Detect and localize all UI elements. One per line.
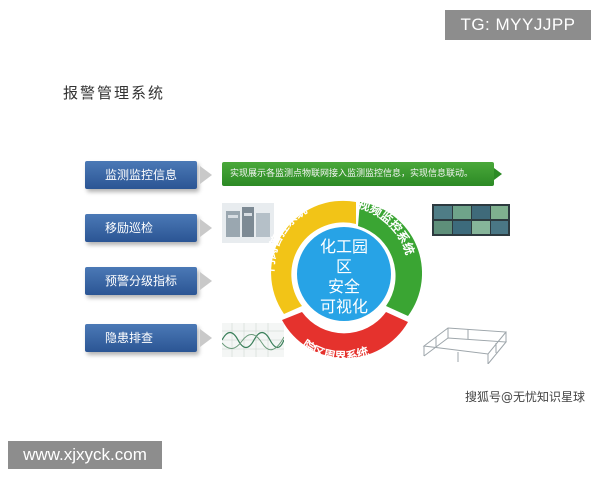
left-item-inspection[interactable]: 移励巡检 xyxy=(85,214,197,242)
left-item-hazard-check[interactable]: 隐患排查 xyxy=(85,324,197,352)
video-wall-photo xyxy=(432,204,510,236)
left-item-monitoring[interactable]: 监测监控信息 xyxy=(85,161,197,189)
arrow-icon xyxy=(200,329,212,347)
center-line-4: 可视化 xyxy=(320,297,368,316)
center-circle xyxy=(296,226,392,322)
yellow-segment xyxy=(271,200,356,314)
center-line-1: 化工园 xyxy=(320,237,368,256)
arrow-icon xyxy=(200,272,212,290)
equipment-photo xyxy=(222,203,274,243)
green-segment xyxy=(358,202,422,316)
source-credit: 搜狐号@无忧知识星球 xyxy=(465,390,586,404)
center-line-3: 安全 xyxy=(328,277,360,296)
arrow-icon xyxy=(200,166,212,184)
watermark-bottom: www.xjxyck.com xyxy=(8,441,162,469)
arrow-icon xyxy=(200,219,212,237)
left-item-warning-levels[interactable]: 预警分级指标 xyxy=(85,267,197,295)
info-banner: 实现展示各监测点物联网接入监测监控信息，实现信息联动。 xyxy=(222,162,494,186)
waveform-chart-icon xyxy=(222,323,284,357)
banner-arrow-icon xyxy=(494,168,502,180)
safety-ring-diagram: 门岗管控系统 视频监控系统 院区周界系统 化工园 区 安全 可视化 xyxy=(262,196,422,358)
page-title: 报警管理系统 xyxy=(63,84,166,102)
watermark-top: TG: MYYJJPP xyxy=(445,10,591,40)
center-line-2: 区 xyxy=(336,257,352,276)
perimeter-fence-icon xyxy=(422,327,507,364)
red-segment xyxy=(282,312,408,358)
